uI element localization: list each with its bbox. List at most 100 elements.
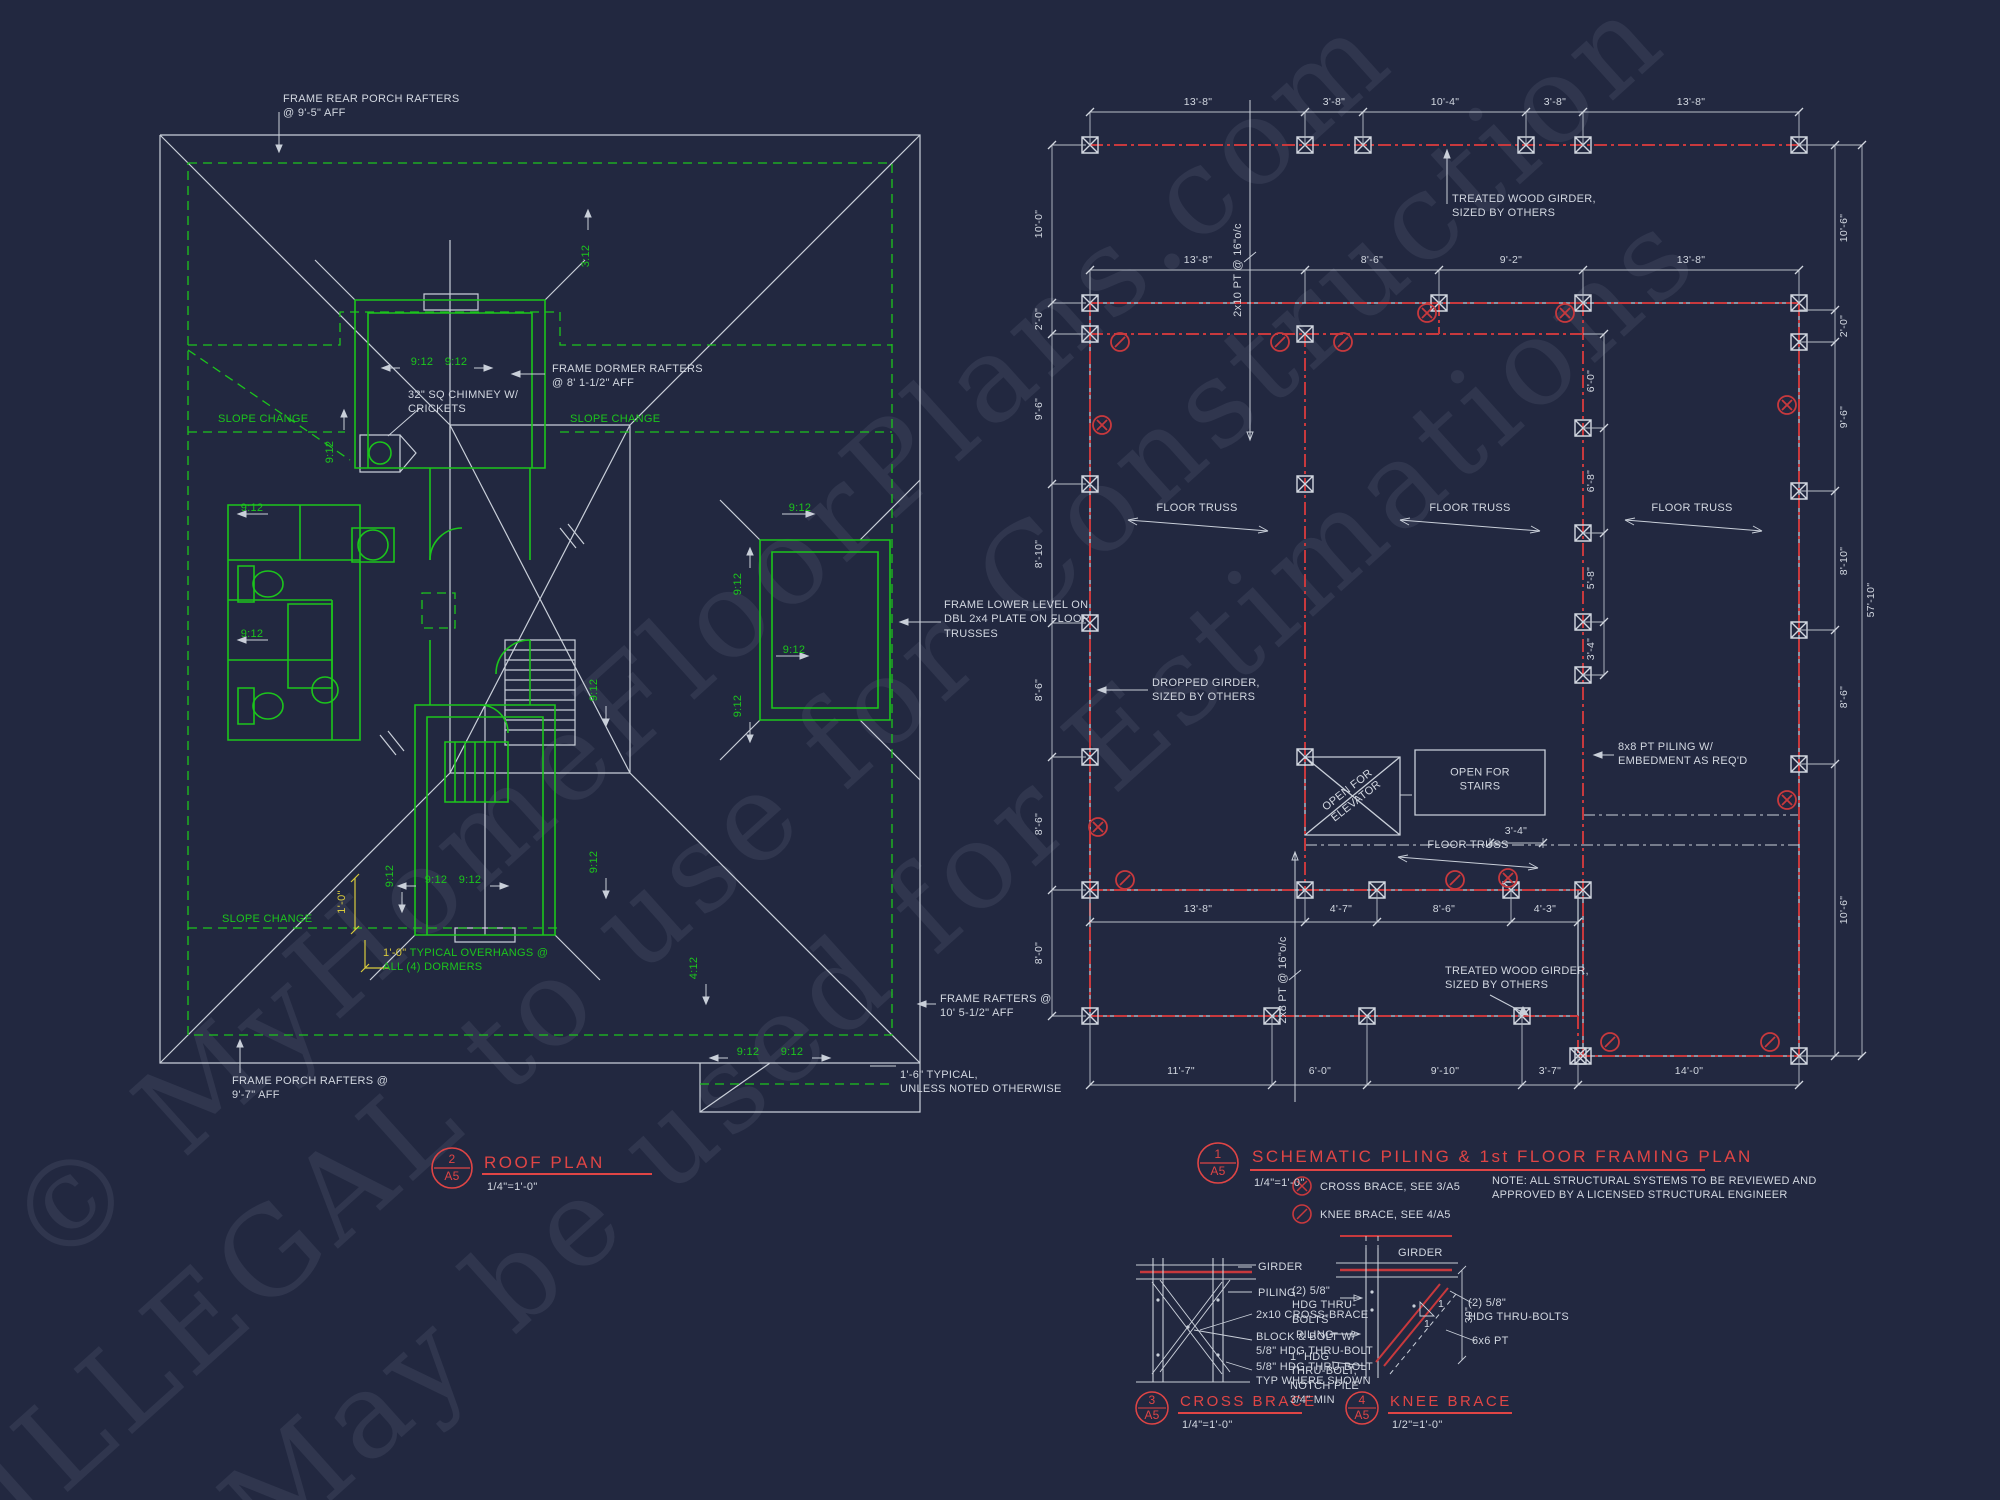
knee-slope-rise: 1 <box>1438 1298 1445 1310</box>
dim-right: 8'-10" <box>1838 546 1851 576</box>
cross-title-scale: 1/4"=1'-0" <box>1182 1419 1233 1431</box>
roof-leaders <box>236 112 941 1073</box>
knee-label-girder: GIRDER <box>1398 1247 1443 1259</box>
label-joist-bottom: 2x8 PT @ 16"o/c <box>1276 936 1289 1024</box>
slope-label-9-12: 9:12 <box>323 440 336 464</box>
dim-inner: 5'-8" <box>1585 566 1598 590</box>
label-open-stairs: OPEN FOR STAIRS <box>1450 766 1510 793</box>
slope-label-9-12: 9:12 <box>240 627 264 640</box>
overhang-note-text: TYPICAL OVERHANGS @ ALL (4) DORMERS <box>383 947 549 974</box>
roof-lower-level-dashed <box>187 162 893 1085</box>
cross-label-bolt: 5/8" HDG THRU-BOLT TYP WHERE SHOWN <box>1256 1361 1374 1388</box>
dim-stairs: 3'-4" <box>1504 825 1528 838</box>
framing-title: SCHEMATIC PILING & 1st FLOOR FRAMING PLA… <box>1252 1147 1753 1166</box>
dim-bottom-inner: 4'-7" <box>1329 903 1353 916</box>
roof-yellow-dims <box>350 873 389 973</box>
cross-label-block: BLOCK & BOLT W/ 5/8" HDG THRU-BOLT <box>1256 1331 1374 1358</box>
slope-label-9-12: 9:12 <box>587 678 600 702</box>
dim-left: 8'-10" <box>1033 539 1046 569</box>
knee-title: KNEE BRACE <box>1390 1393 1512 1410</box>
roof-title-scale: 1/4"=1'-0" <box>487 1181 538 1193</box>
framing-title-sheet: A5 <box>1210 1164 1226 1179</box>
slope-label-9-12: 9:12 <box>240 501 264 514</box>
dim-left: 8'-6" <box>1033 678 1046 702</box>
framing-title-scale: 1/4"=1'-0" <box>1254 1177 1305 1189</box>
cross-brace-detail <box>1136 1258 1256 1383</box>
callout-lower-level: FRAME LOWER LEVEL ON DBL 2x4 PLATE ON FL… <box>944 599 1090 640</box>
slope-change-right: SLOPE CHANGE <box>570 413 661 425</box>
dim-top: 3'-8" <box>1543 96 1567 109</box>
slope-label-9-12: 9:12 <box>424 873 448 886</box>
callout-porch-rafters: FRAME PORCH RAFTERS @ 9'-7" AFF <box>232 1075 389 1102</box>
girder-lines <box>1089 144 1800 1057</box>
dim-row2: 13'-8" <box>1676 254 1706 267</box>
dim-bottom: 6'-0" <box>1308 1065 1332 1078</box>
knee-label-bolts-left: (2) 5/8" HDG THRU- BOLTS <box>1292 1285 1357 1326</box>
dim-bottom: 3'-7" <box>1538 1065 1562 1078</box>
knee-label-post: 6x6 PT <box>1472 1335 1509 1347</box>
legend-cross-brace: CROSS BRACE, SEE 3/A5 <box>1320 1181 1461 1193</box>
cross-title: CROSS BRACE <box>1180 1393 1317 1410</box>
slope-label-9-12: 9:12 <box>736 1045 760 1058</box>
framing-title-number: 1 <box>1214 1147 1222 1162</box>
title-blocks <box>431 1142 1705 1425</box>
roof-floorplan-green <box>227 299 891 936</box>
slope-change-left: SLOPE CHANGE <box>218 413 309 425</box>
slope-label-9-12: 9:12 <box>780 1045 804 1058</box>
cross-label-brace: 2x10 CROSS-BRACE <box>1256 1309 1369 1321</box>
slope-change-bottom: SLOPE CHANGE <box>222 913 313 925</box>
label-floor-truss: FLOOR TRUSS <box>1651 501 1733 514</box>
brace-symbols <box>1088 303 1797 1052</box>
slope-label-3-12: 3:12 <box>579 244 592 268</box>
slope-label-9-12: 9:12 <box>587 850 600 874</box>
label-dropped-girder: DROPPED GIRDER, SIZED BY OTHERS <box>1152 677 1260 704</box>
overhang-dim: 1'-0" <box>383 947 407 959</box>
dim-inner: 6'-0" <box>1585 369 1598 393</box>
slope-label-9-12: 9:12 <box>788 501 812 514</box>
label-floor-truss: FLOOR TRUSS <box>1156 501 1238 514</box>
dimension-lines <box>1051 111 1863 1086</box>
callout-typical: 1'-6" TYPICAL, UNLESS NOTED OTHERWISE <box>900 1069 1062 1096</box>
dim-bottom: 9'-10" <box>1430 1065 1460 1078</box>
slope-label-9-12: 9:12 <box>782 643 806 656</box>
knee-title-sheet: A5 <box>1354 1408 1370 1423</box>
overhang-note: 1'-0" TYPICAL OVERHANGS @ ALL (4) DORMER… <box>383 946 548 975</box>
slope-label-9-12: 9:12 <box>410 355 434 368</box>
label-floor-truss: FLOOR TRUSS <box>1429 501 1511 514</box>
dim-right: 9'-6" <box>1838 405 1851 429</box>
overhang-dim-vertical: 1'-0" <box>335 890 348 914</box>
dim-left: 8'-0" <box>1033 941 1046 965</box>
slope-label-9-12: 9:12 <box>731 694 744 718</box>
dim-row2: 13'-8" <box>1183 254 1213 267</box>
knee-title-scale: 1/2"=1'-0" <box>1392 1419 1443 1431</box>
dim-left: 9'-6" <box>1033 397 1046 421</box>
label-joist-top: 2x10 PT @ 16"o/c <box>1231 223 1244 317</box>
slope-label-9-12: 9:12 <box>458 873 482 886</box>
label-floor-truss: FLOOR TRUSS <box>1427 838 1509 851</box>
dim-right: 2'-0" <box>1838 314 1851 338</box>
callout-frame-rafters: FRAME RAFTERS @ 10' 5-1/2" AFF <box>940 993 1052 1020</box>
knee-brace-detail <box>1330 1235 1476 1378</box>
dim-top: 13'-8" <box>1183 96 1213 109</box>
cross-title-sheet: A5 <box>1144 1408 1160 1423</box>
dim-right: 10'-6" <box>1838 895 1851 925</box>
dim-top: 10'-4" <box>1430 96 1460 109</box>
dim-row2: 9'-2" <box>1499 254 1523 267</box>
roof-title: ROOF PLAN <box>484 1153 605 1172</box>
piling-symbols <box>1081 136 1808 1065</box>
dimension-ticks <box>1047 107 1867 1090</box>
callout-dormer-rafters: FRAME DORMER RAFTERS @ 8' 1-1/2" AFF <box>552 363 703 390</box>
slope-label-4-12: 4:12 <box>687 956 700 980</box>
dim-left: 8'-6" <box>1033 812 1046 836</box>
dim-bottom-inner: 8'-6" <box>1432 903 1456 916</box>
label-treated-girder-bottom: TREATED WOOD GIRDER, SIZED BY OTHERS <box>1445 965 1589 992</box>
framing-dashdot-white <box>1305 794 1799 846</box>
roof-title-number: 2 <box>448 1152 456 1167</box>
cross-label-girder: GIRDER <box>1258 1261 1303 1273</box>
dim-bottom: 11'-7" <box>1167 1065 1195 1078</box>
dim-inner: 6'-8" <box>1585 469 1598 493</box>
cross-title-number: 3 <box>1148 1393 1156 1408</box>
dim-left: 10'-0" <box>1033 209 1046 239</box>
callout-chimney: 32" SQ CHIMNEY W/ CRICKETS <box>408 389 519 416</box>
dim-right: 8'-6" <box>1838 685 1851 709</box>
